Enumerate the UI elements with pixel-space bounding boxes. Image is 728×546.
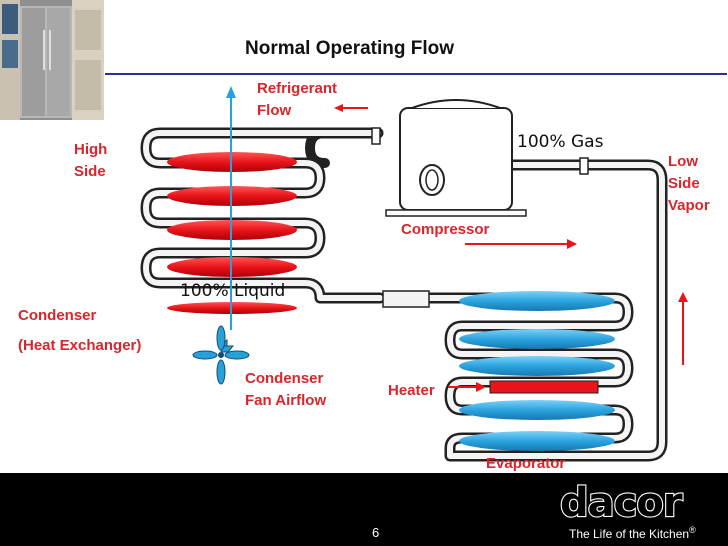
footer-bar <box>0 473 728 546</box>
registered-mark: ® <box>689 525 696 535</box>
evaporator-fin <box>459 400 615 420</box>
flow-arrows <box>334 104 688 392</box>
title-underline <box>105 73 727 75</box>
filter-drier <box>382 290 430 308</box>
liquid-label: 100% Liquid <box>180 281 285 301</box>
condenser-fan-airflow-label: Condenser Fan Airflow <box>245 370 327 409</box>
tagline: The Life of the Kitchen® <box>569 525 696 541</box>
tagline-text: The Life of the Kitchen <box>569 527 690 541</box>
top-right-arrow-icon <box>465 239 577 249</box>
evaporator-fin <box>459 356 615 376</box>
evaporator-coils <box>459 291 615 451</box>
evaporator-fin <box>459 329 615 349</box>
evaporator-label: Evaporator <box>486 455 566 472</box>
page-number: 6 <box>372 525 380 540</box>
low-side-up-arrow-icon <box>678 292 688 365</box>
heater-label: Heater <box>388 382 435 399</box>
evaporator-fin <box>459 291 615 311</box>
svg-text:dacor: dacor <box>560 483 683 523</box>
kitchen-photo <box>0 0 104 120</box>
low-side-vapor-label: Low Side Vapor <box>668 153 710 214</box>
heater-element <box>489 380 599 394</box>
fan-icon <box>192 325 250 385</box>
svg-text:dacor: dacor <box>560 483 683 523</box>
dacor-logo: dacor dacor <box>559 479 720 528</box>
slide-title: Normal Operating Flow <box>245 38 455 59</box>
heater-arrow-icon <box>448 382 486 392</box>
refrigerant-flow-label: Refrigerant Flow <box>257 80 338 119</box>
airflow-arrow <box>226 86 236 330</box>
condenser-label: Condenser (Heat Exchanger) <box>18 307 142 354</box>
compressor-icon <box>371 99 589 217</box>
gas-label: 100% Gas <box>517 132 604 152</box>
evaporator-fin <box>459 431 615 451</box>
refrigerant-flow-arrow-icon <box>334 104 368 112</box>
high-side-label: High Side <box>74 141 108 180</box>
compressor-label: Compressor <box>401 221 490 238</box>
